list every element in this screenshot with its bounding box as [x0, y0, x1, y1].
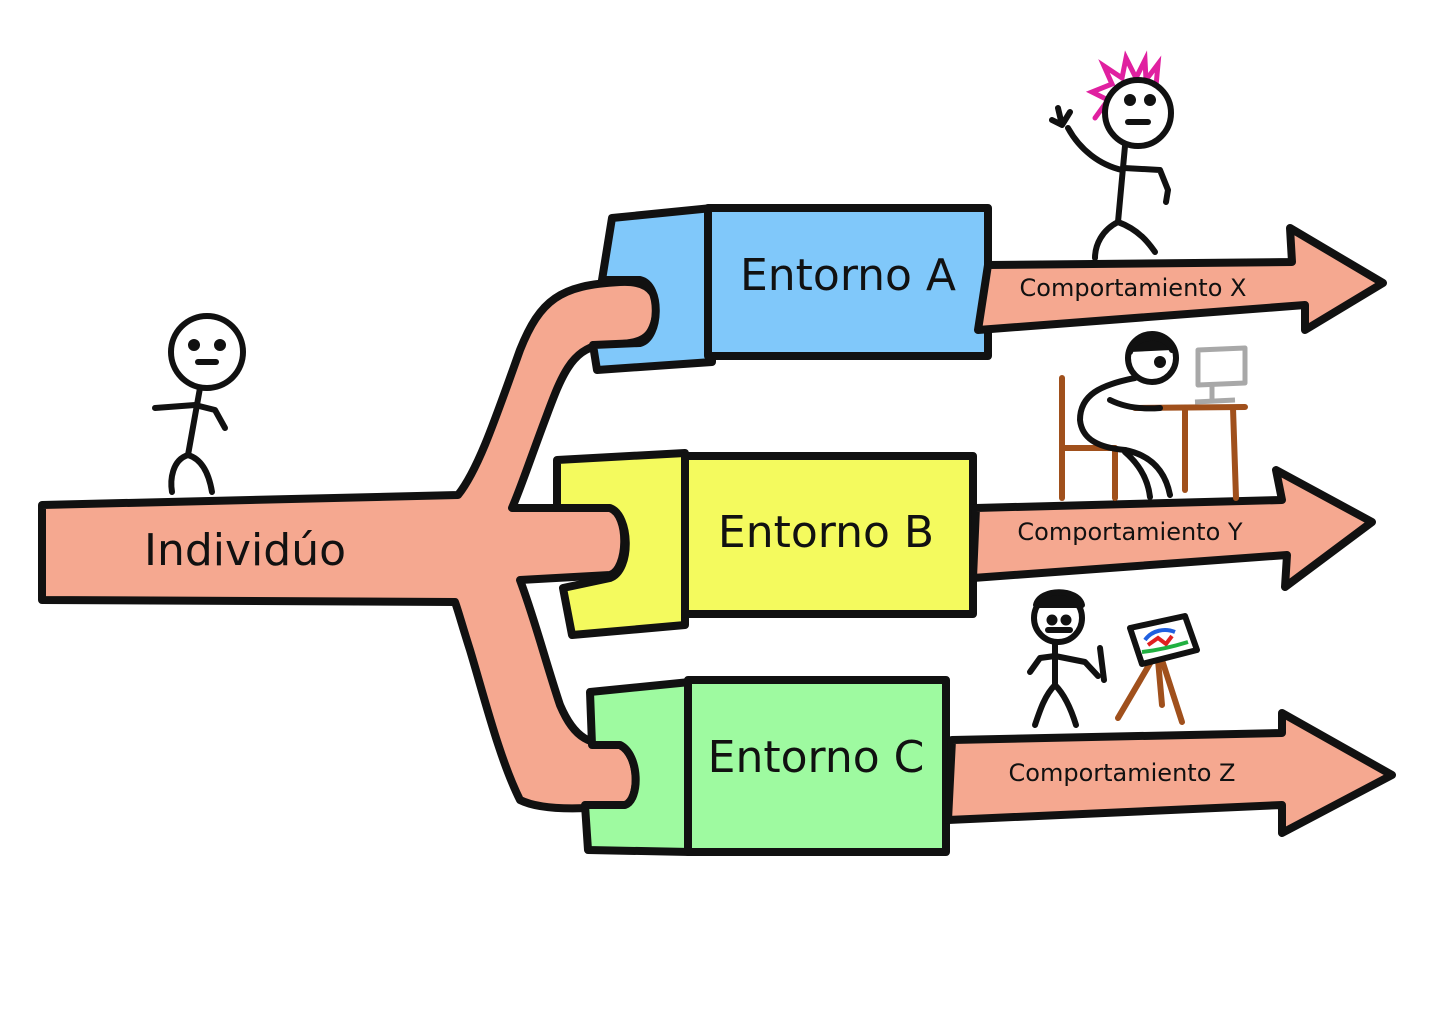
environment-a: Entorno A Comportamiento X [589, 204, 1387, 374]
connector-a [589, 204, 716, 374]
stick-figure-painter-icon [1027, 589, 1200, 728]
computer-icon [1194, 345, 1248, 405]
connector-b [553, 449, 689, 639]
behavior-z-arrow [944, 709, 1396, 837]
stick-figure-punk-icon [1049, 50, 1174, 261]
stick-figure-at-desk-icon [1059, 331, 1248, 501]
connector-c [581, 678, 694, 856]
environment-b-label: Entorno B [718, 507, 934, 558]
individual-label: Individúo [144, 525, 346, 576]
individual-trunk [38, 277, 661, 813]
behavior-y-label: Comportamiento Y [1017, 518, 1242, 546]
environment-b: Entorno B Comportamiento Y [553, 449, 1376, 639]
behavior-x-label: Comportamiento X [1020, 274, 1247, 302]
behavior-x-arrow [974, 224, 1387, 334]
environment-a-box [704, 204, 992, 360]
punk-hair-icon [1085, 50, 1162, 121]
flow-tree [38, 277, 661, 813]
stick-figure-individual-icon [152, 313, 246, 495]
environment-c-box [684, 676, 950, 856]
environment-a-label: Entorno A [740, 250, 956, 301]
easel-icon [1115, 613, 1200, 725]
environment-b-box [681, 452, 977, 618]
behavior-z-label: Comportamiento Z [1009, 759, 1236, 787]
environment-c-label: Entorno C [708, 732, 925, 783]
environment-c: Entorno C Comportamiento Z [581, 676, 1396, 856]
behavior-y-arrow [969, 466, 1376, 591]
